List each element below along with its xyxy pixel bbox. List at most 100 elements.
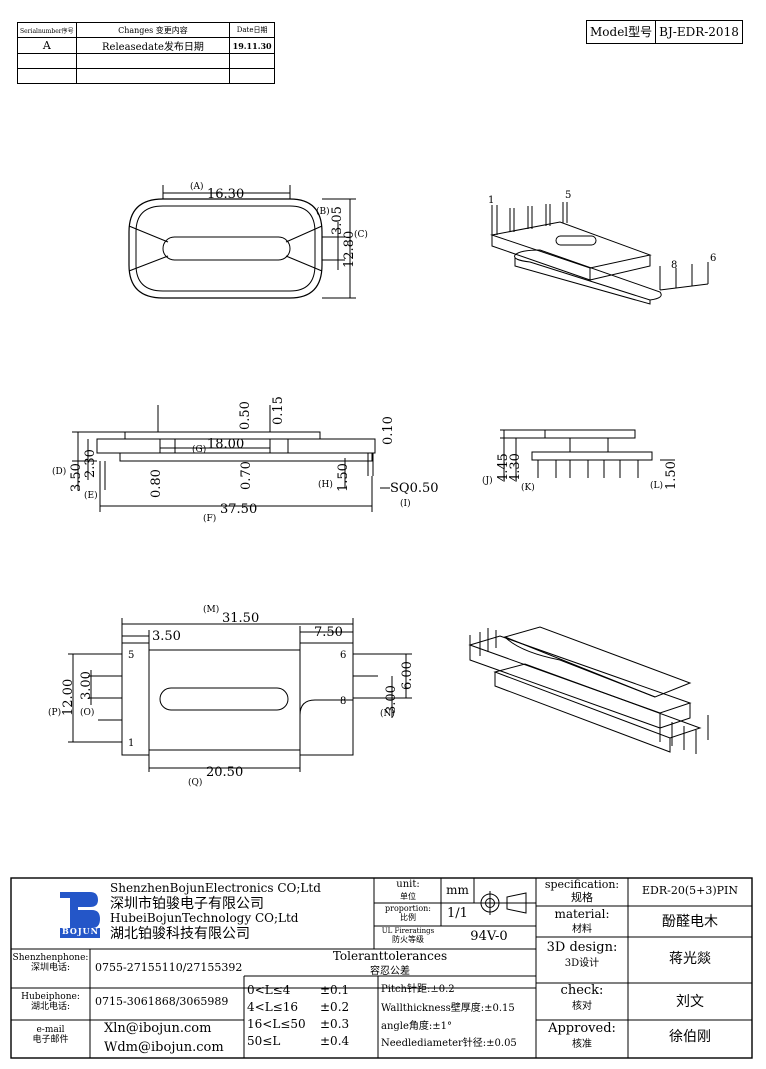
iso-pin-1: 1: [488, 195, 494, 206]
dim-J: 4.45: [496, 453, 511, 482]
dim-L-label: (L): [650, 480, 663, 491]
company-cn-1: 深圳市铂骏电子有限公司: [110, 896, 264, 912]
bojun-logo: [60, 892, 100, 938]
proportion-label: proportion:比例: [376, 904, 440, 922]
tol-value-3: ±0.3: [320, 1017, 350, 1031]
design-label-en: 3D design:: [546, 940, 618, 955]
check-label: check:核对: [537, 983, 627, 1014]
side-view-outline: [72, 405, 390, 512]
tol-range-3: 16<L≤50: [247, 1017, 306, 1031]
tol-value-4: ±0.4: [320, 1034, 350, 1048]
hb-phone-label-en: Hubeiphone:: [21, 992, 80, 1002]
dim-050: 0.50: [238, 401, 253, 430]
end-view-outline: [500, 429, 675, 480]
proportion-value: 1/1: [447, 906, 468, 921]
ul-value: 94V-0: [470, 929, 508, 944]
sz-phone-value: 0755-27155110/27155392: [95, 961, 243, 974]
dim-Q: 20.50: [206, 765, 243, 780]
design-value: 蒋光燚: [669, 951, 711, 967]
email-2: Wdm@ibojun.com: [104, 1040, 224, 1055]
dim-N: 3.00: [384, 685, 399, 714]
dim-H: 1.50: [336, 463, 351, 492]
model-box: Model型号 BJ-EDR-2018: [586, 20, 743, 44]
approved-label: Approved: 核准: [537, 1021, 627, 1052]
dim-G-label: (G): [192, 444, 206, 455]
dim-E-label: (E): [84, 490, 98, 501]
email-label-cn: 电子邮件: [32, 1035, 69, 1046]
company-en-2: HubeiBojunTechnology CO;Ltd: [110, 911, 299, 925]
revision-table: Serialnumber序号 Changes 变更内容 Date日期 A Rel…: [17, 22, 275, 84]
sz-phone-label-en: Shenzhenphone:: [12, 953, 89, 963]
dim-O: 3.00: [79, 671, 94, 700]
company-en-1: ShenzhenBojunElectronics CO;Ltd: [110, 881, 321, 895]
dim-C-label: (C): [354, 229, 368, 240]
top-view-outline: [128, 185, 356, 299]
dim-H-label: (H): [318, 479, 333, 490]
bottom-pin-8: 8: [340, 696, 346, 707]
check-label-cn: 核对: [572, 1000, 592, 1012]
logo-text: BOJUN: [62, 926, 99, 936]
check-value: 刘文: [676, 994, 704, 1010]
dim-P-label: (P): [48, 707, 61, 718]
dim-Q-label: (Q): [188, 777, 202, 788]
tol-range-2: 4<L≤16: [247, 1000, 298, 1014]
sz-phone-label-cn: 深圳电话:: [30, 963, 71, 974]
approved-label-cn: 核准: [572, 1038, 592, 1050]
hb-phone-label-cn: 湖北电话:: [30, 1002, 71, 1013]
dim-M: 31.50: [222, 611, 259, 626]
iso-pin-5: 5: [565, 190, 571, 201]
dim-600: 6.00: [400, 661, 415, 690]
dim-I-label: (I): [400, 498, 411, 509]
dim-080: 0.80: [149, 469, 164, 498]
company-cn-2: 湖北铂骏科技有限公司: [110, 926, 250, 942]
spec-value: EDR-20(5+3)PIN: [641, 884, 738, 897]
title-block-frame: [10, 877, 753, 1059]
tol-pitch: Pitch针距:±0.2: [381, 984, 455, 995]
dim-B: 3.05: [330, 206, 345, 235]
proportion-label-cn: 比例: [400, 913, 416, 923]
unit-value: mm: [446, 883, 469, 897]
design-label-cn: 3D设计: [564, 957, 600, 969]
unit-label: unit:单位: [376, 879, 440, 902]
dim-K-label: (K): [521, 482, 535, 493]
bottom-pin-6: 6: [340, 650, 346, 661]
iso-view-bottom: [468, 626, 709, 754]
dim-070: 0.70: [239, 461, 254, 490]
material-label-cn: 材料: [572, 923, 592, 935]
dim-K: 4.30: [508, 453, 523, 482]
hb-phone-label: Hubeiphone:湖北电话:: [12, 992, 89, 1013]
iso-pin-6: 6: [710, 253, 716, 264]
ul-label-en: UL Fireratings: [381, 927, 435, 935]
tol-range-4: 50≤L: [247, 1034, 281, 1048]
rev-changes: [75, 68, 231, 84]
dim-L: 1.50: [664, 461, 679, 490]
email-1: Xln@ibojun.com: [104, 1021, 212, 1036]
tol-value-2: ±0.2: [320, 1000, 350, 1014]
ul-label-cn: 防火等级: [392, 935, 424, 945]
bottom-view-outline: [68, 618, 412, 772]
email-label-en: e-mail: [36, 1025, 65, 1035]
tol-wall: Wallthickness壁厚度:±0.15: [381, 1003, 515, 1014]
dim-A: 16.30: [207, 187, 244, 202]
approved-value: 徐伯刚: [669, 1029, 711, 1045]
spec-label-en: specification:: [544, 878, 620, 891]
dim-015: 0.15: [271, 396, 286, 425]
bottom-pin-1: 1: [128, 738, 134, 749]
dim-350: 3.50: [152, 629, 181, 644]
dim-J-label: (J): [482, 475, 493, 486]
approved-label-en: Approved:: [548, 1021, 616, 1036]
dim-750: 7.50: [314, 625, 343, 640]
model-label: Model型号: [590, 25, 653, 39]
unit-label-en: unit:: [396, 879, 420, 890]
spec-label: specification:规格: [537, 878, 627, 904]
tolerance-title-en: Toleranttolerances: [332, 949, 448, 963]
dim-D-label: (D): [52, 466, 66, 477]
bottom-pin-5: 5: [128, 650, 134, 661]
dim-M-label: (M): [203, 604, 219, 615]
spec-label-cn: 规格: [571, 890, 593, 904]
proportion-label-en: proportion:: [385, 904, 431, 913]
dim-A-label: (A): [190, 181, 204, 192]
material-label-en: material:: [554, 907, 610, 921]
